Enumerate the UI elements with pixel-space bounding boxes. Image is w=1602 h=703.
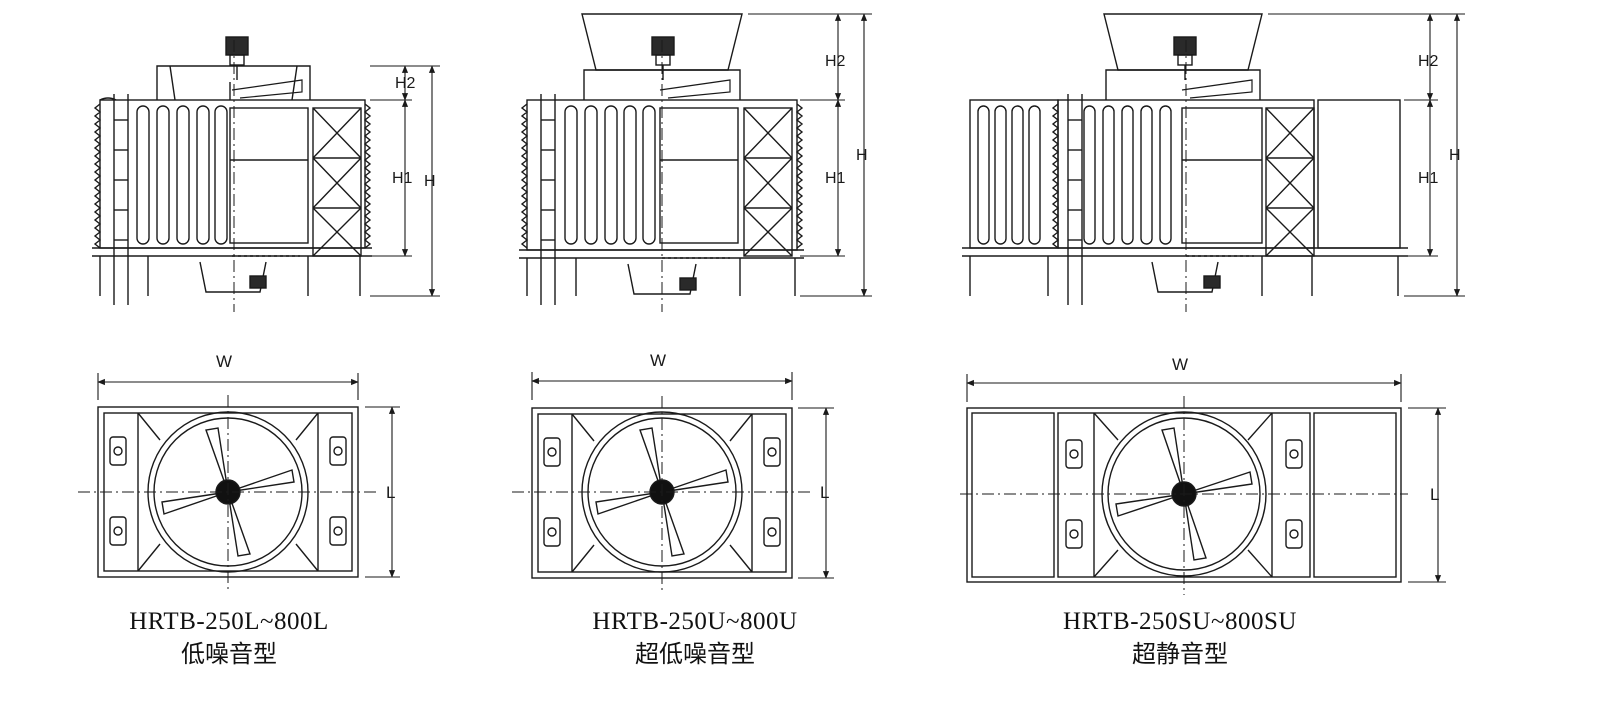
- fan-icon: [161, 427, 295, 557]
- fan-icon: [1115, 427, 1253, 561]
- model-type: 超静音型: [1132, 640, 1228, 668]
- ladder: [540, 94, 556, 305]
- dimension-h1-label: H1: [825, 170, 846, 187]
- caption-low-noise: HRTB-250L~800L 低噪音型: [98, 607, 360, 671]
- motor-icon: [1173, 36, 1197, 80]
- model-type: 低噪音型: [181, 640, 277, 668]
- model-type: 超低噪音型: [635, 640, 755, 668]
- plan-view-super-silent: [960, 396, 1408, 595]
- motor-icon: [225, 36, 249, 80]
- louver-panel: [564, 105, 656, 245]
- motor-mount-pads: [543, 437, 781, 547]
- dimension-l-label: L: [820, 483, 829, 502]
- model-name: HRTB-250SU~800SU: [1063, 608, 1297, 635]
- dimension-h-label: H: [1449, 147, 1461, 164]
- dimension-l-label: L: [1430, 485, 1439, 504]
- elevation-view-super-silent: [962, 13, 1408, 312]
- model-name: HRTB-250U~800U: [592, 608, 798, 635]
- louver-panel: [136, 105, 228, 245]
- caption-ultra-low-noise: HRTB-250U~800U 超低噪音型: [555, 607, 835, 671]
- plan-view-low-noise: [78, 395, 378, 590]
- dimension-w-label: W: [1172, 355, 1188, 374]
- dimension-h1-label: H1: [392, 170, 413, 187]
- dimension-h2-label: H2: [1418, 53, 1439, 70]
- elevation-view-low-noise: [92, 36, 372, 312]
- dimension-h2-label: H2: [395, 75, 416, 92]
- dimension-h-label: H: [856, 147, 868, 164]
- fan-icon: [595, 427, 729, 557]
- elevation-view-ultra-low-noise: [519, 13, 804, 312]
- ladder: [113, 94, 129, 305]
- dimension-h-label: H: [424, 173, 436, 190]
- motor-mount-pads: [109, 436, 347, 546]
- dimension-h1-label: H1: [1418, 170, 1439, 187]
- motor-mount-pads: [1065, 439, 1303, 549]
- dimension-l-label: L: [386, 483, 395, 502]
- dimension-w-label: W: [216, 352, 232, 371]
- dimension-h2-label: H2: [825, 53, 846, 70]
- ladder: [1067, 94, 1083, 305]
- model-name: HRTB-250L~800L: [129, 608, 329, 635]
- caption-super-silent: HRTB-250SU~800SU 超静音型: [1030, 607, 1330, 671]
- dimension-w-label: W: [650, 351, 666, 370]
- louver-panel: [977, 105, 1172, 245]
- plan-view-ultra-low-noise: [512, 396, 812, 590]
- motor-icon: [651, 36, 675, 80]
